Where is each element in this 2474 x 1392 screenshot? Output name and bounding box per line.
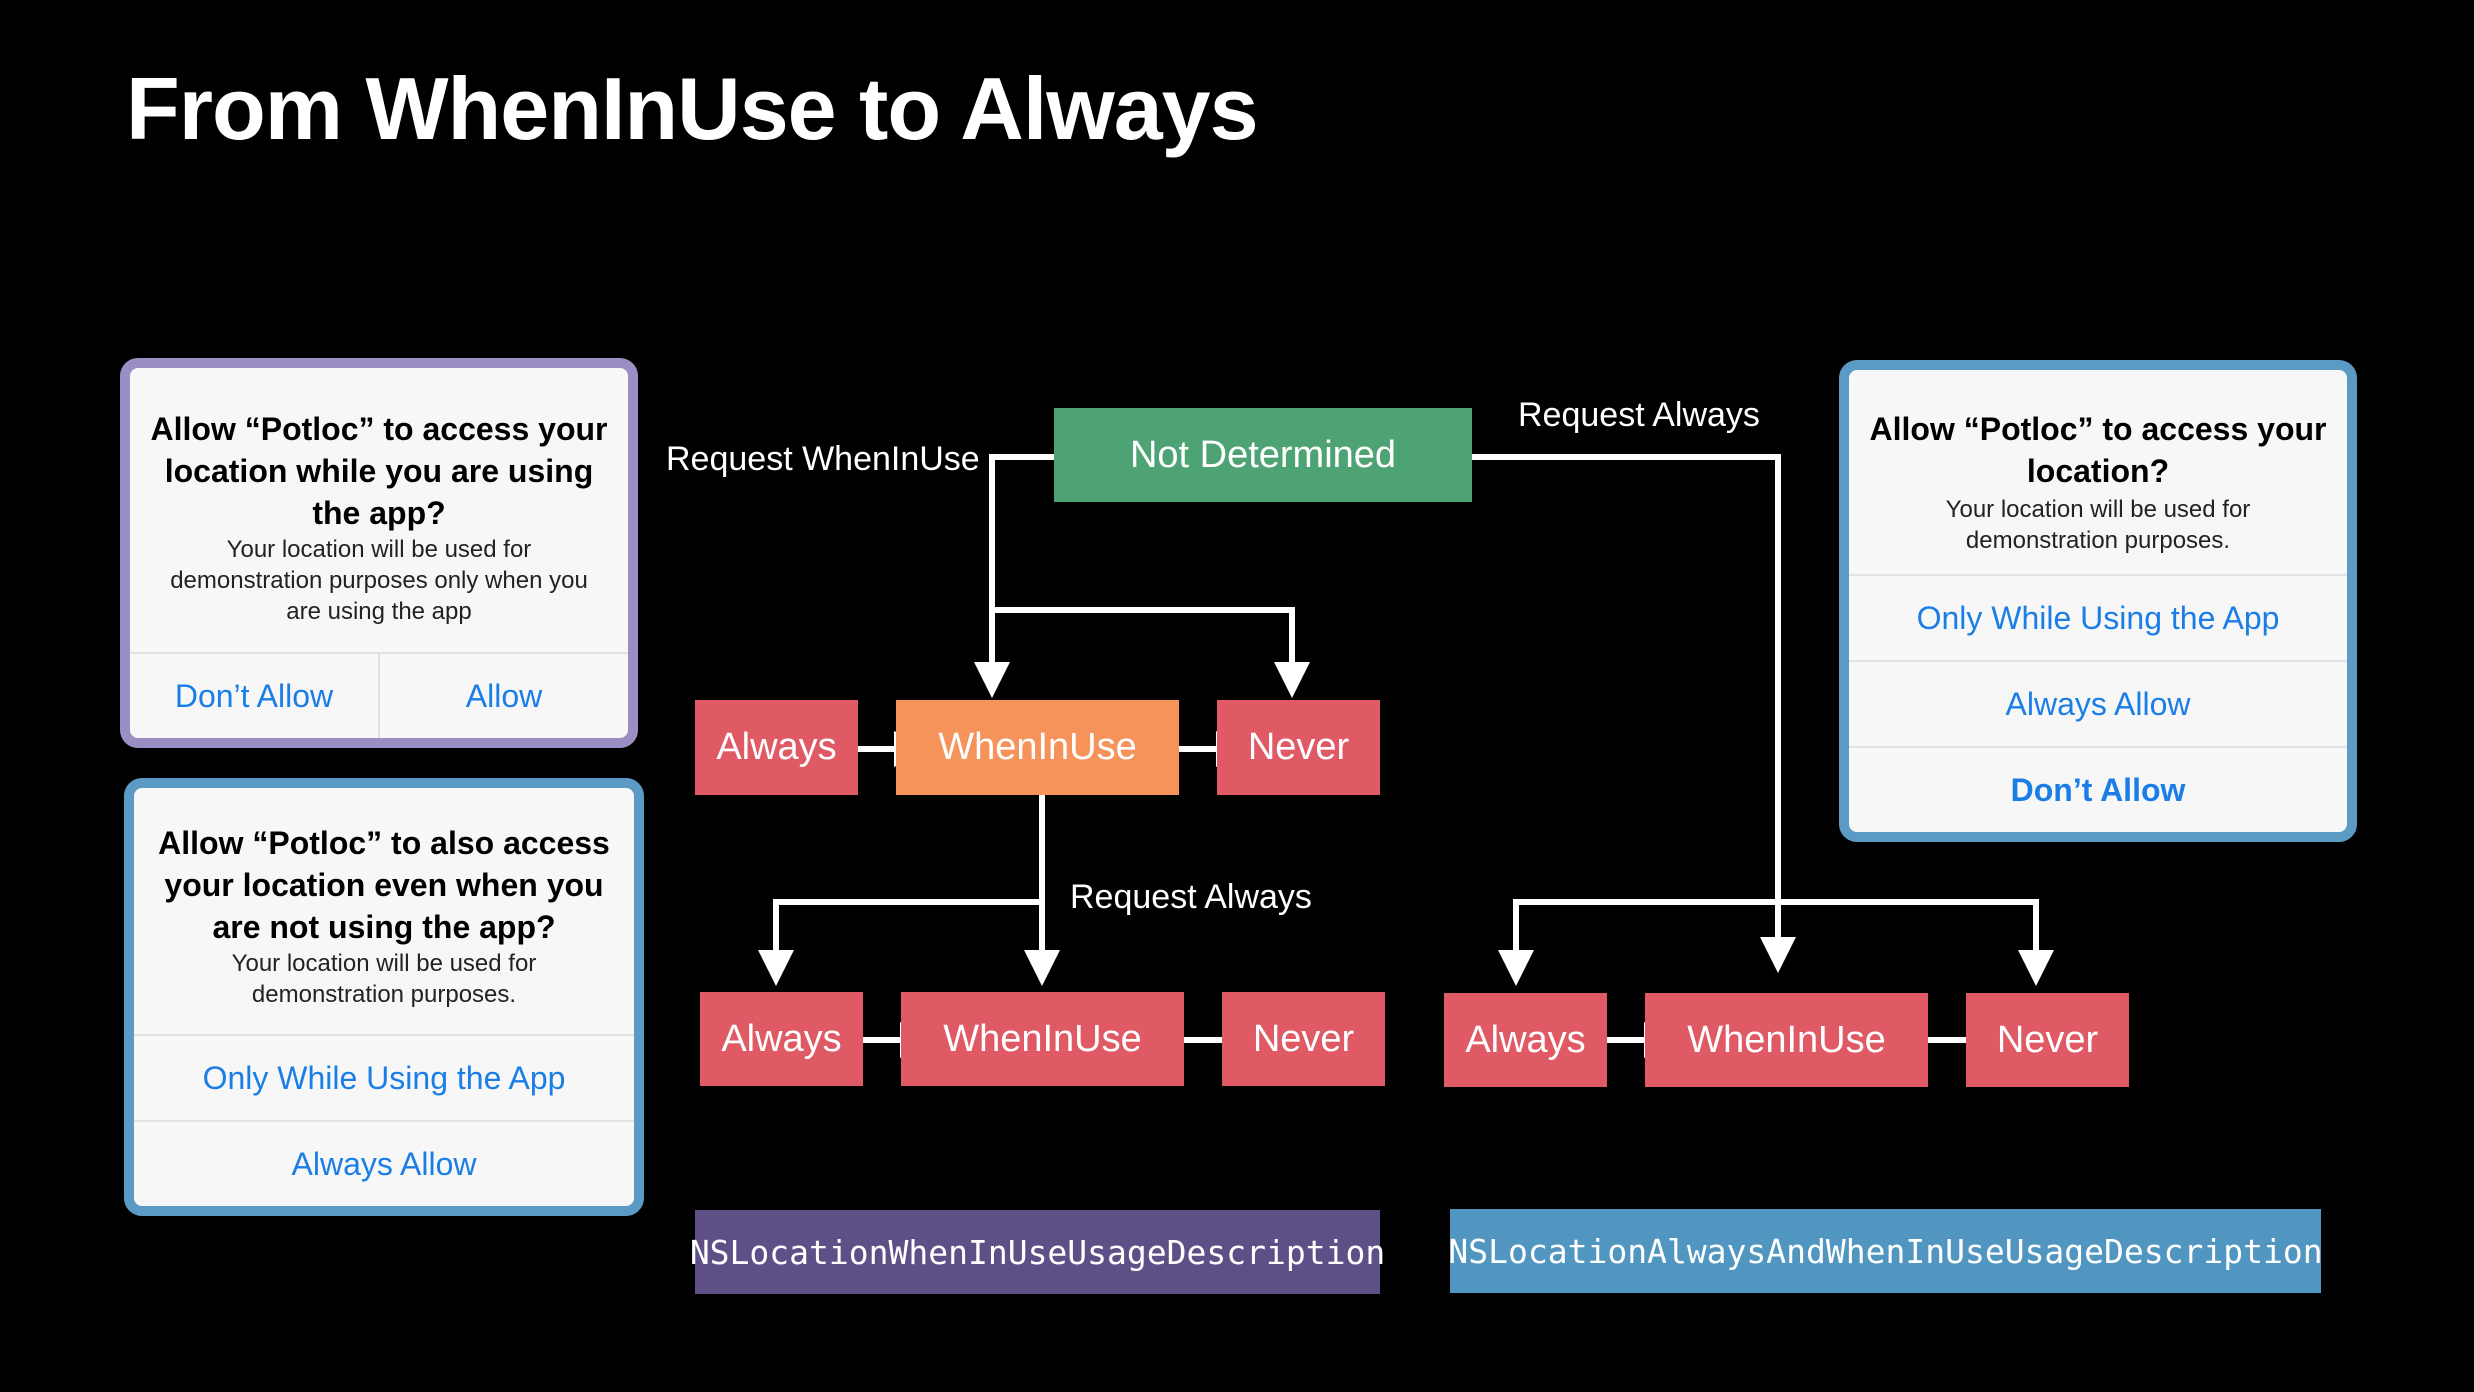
label-request-always-top: Request Always	[1518, 396, 1760, 434]
node-never-row1: Never	[1217, 700, 1380, 795]
arrow-to-never-row1	[992, 607, 1310, 698]
dont-allow-button[interactable]: Don’t Allow	[1849, 746, 2347, 832]
alert-upgrade-prompt: Allow “Potloc” to also access your locat…	[124, 778, 644, 1216]
node-always-row2-left: Always	[700, 992, 863, 1086]
key-wheninuse-usage-description: NSLocationWhenInUseUsageDescription	[690, 1210, 1385, 1294]
arrow-request-wheninuse	[974, 454, 1054, 698]
always-allow-button[interactable]: Always Allow	[134, 1120, 634, 1206]
alert-heading: Allow “Potloc” to access your location w…	[150, 411, 608, 531]
arrow-to-always-left	[758, 899, 1042, 986]
page-title: From WhenInUse to Always	[126, 59, 1259, 158]
alert-wheninuse-prompt: Allow “Potloc” to access your location w…	[120, 358, 638, 748]
allow-button[interactable]: Allow	[378, 654, 628, 738]
only-while-using-button[interactable]: Only While Using the App	[134, 1034, 634, 1120]
node-always-row2-right: Always	[1444, 993, 1607, 1087]
node-wheninuse-row2-right: WhenInUse	[1645, 993, 1928, 1087]
node-not-determined: Not Determined	[1054, 408, 1472, 502]
only-while-using-button[interactable]: Only While Using the App	[1849, 574, 2347, 660]
label-request-wheninuse: Request WhenInUse	[666, 440, 980, 478]
label-request-always-mid: Request Always	[1070, 878, 1312, 916]
key-always-usage-description: NSLocationAlwaysAndWhenInUseUsageDescrip…	[1448, 1209, 2323, 1293]
node-never-row2-right: Never	[1966, 993, 2129, 1087]
alert-message: Your location will be used for demonstra…	[170, 536, 588, 625]
alert-message: Your location will be used for demonstra…	[1945, 496, 2251, 554]
alert-heading: Allow “Potloc” to access your location?	[1869, 411, 2327, 489]
arrow-to-always-right	[1498, 899, 1778, 986]
always-allow-button[interactable]: Always Allow	[1849, 660, 2347, 746]
alert-message: Your location will be used for demonstra…	[231, 950, 537, 1008]
alert-always-prompt: Allow “Potloc” to access your location? …	[1839, 360, 2357, 842]
dont-allow-button[interactable]: Don’t Allow	[174, 677, 334, 714]
node-never-row2-left: Never	[1222, 992, 1385, 1086]
alert-heading: Allow “Potloc” to also access your locat…	[158, 825, 610, 945]
node-wheninuse-row1: WhenInUse	[896, 700, 1179, 795]
node-wheninuse-row2-left: WhenInUse	[901, 992, 1184, 1086]
arrow-request-always-top	[1472, 454, 1796, 973]
node-always-row1: Always	[695, 700, 858, 795]
